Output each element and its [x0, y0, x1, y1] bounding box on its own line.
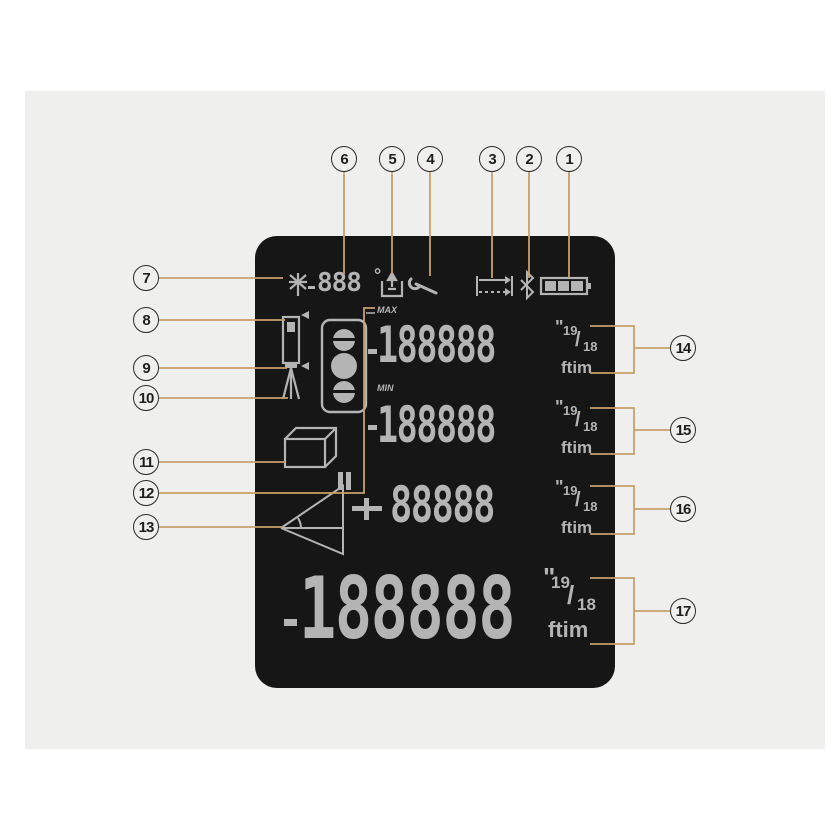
lcd-icons	[280, 269, 591, 626]
line1-minus	[368, 349, 377, 354]
callout-2: 2	[516, 146, 542, 172]
tripod-device-icon	[281, 311, 309, 400]
main-frac-top: 19	[551, 573, 570, 592]
callout-3: 3	[479, 146, 505, 172]
main-digits: 188888	[299, 559, 515, 659]
callout-4: 4	[417, 146, 443, 172]
line3-digits: 88888	[390, 476, 495, 534]
line2-minus	[368, 425, 377, 430]
battery-icon	[539, 276, 591, 296]
continuous-measure-icon	[476, 276, 513, 296]
main-frac-slash: /	[567, 580, 575, 610]
callout-16: 16	[670, 496, 696, 522]
temp-minus-segment	[308, 286, 315, 289]
callout-13: 13	[133, 514, 159, 540]
degree-symbol: °	[374, 265, 382, 285]
line1-digits: 188888	[377, 316, 496, 374]
callout-17: 17	[670, 598, 696, 624]
angle-icon	[280, 472, 351, 556]
callout-1: 1	[556, 146, 582, 172]
callout-6: 6	[331, 146, 357, 172]
callout-11: 11	[133, 449, 159, 475]
callout-10: 10	[133, 385, 159, 411]
wrench-icon	[407, 277, 438, 295]
main-minus	[284, 619, 297, 626]
line2-frac-bottom: 18	[583, 419, 598, 434]
main-frac-bottom: 18	[577, 595, 596, 614]
min-label: MIN	[377, 383, 394, 393]
line3-frac-top: 19	[563, 483, 578, 498]
line1-inch-mark: "	[555, 317, 564, 337]
callout-7: 7	[133, 265, 159, 291]
laser-icon	[289, 273, 307, 296]
line2-inch-mark: "	[555, 397, 564, 417]
line1-frac-top: 19	[563, 323, 578, 338]
line1-frac-bottom: 18	[583, 339, 598, 354]
callout-5: 5	[379, 146, 405, 172]
level-bubble-icon	[320, 312, 375, 414]
lcd-display: 888 ° MAX MIN 188888 " 19 / 18 ftim 1888…	[255, 236, 615, 688]
bluetooth-icon	[520, 269, 535, 301]
volume-box-icon	[283, 426, 338, 469]
main-unit: ftim	[548, 617, 589, 642]
line3-frac-bottom: 18	[583, 499, 598, 514]
temperature-digits: 888	[317, 268, 362, 298]
callout-14: 14	[670, 335, 696, 361]
line1-frac-slash: /	[575, 329, 581, 351]
callout-12: 12	[133, 480, 159, 506]
callout-15: 15	[670, 417, 696, 443]
line2-frac-top: 19	[563, 403, 578, 418]
line2-frac-slash: /	[575, 409, 581, 431]
main-inch-mark: "	[543, 562, 556, 592]
line2-digits: 188888	[377, 396, 496, 454]
thermometer-icon	[380, 270, 404, 298]
line3-unit: ftim	[561, 518, 593, 537]
max-label: MAX	[377, 305, 397, 315]
line3-inch-mark: "	[555, 477, 564, 497]
plus-sign	[352, 498, 382, 520]
line3-frac-slash: /	[575, 489, 581, 511]
callout-8: 8	[133, 307, 159, 333]
callout-9: 9	[133, 355, 159, 381]
line1-unit: ftim	[561, 358, 593, 377]
line2-unit: ftim	[561, 438, 593, 457]
